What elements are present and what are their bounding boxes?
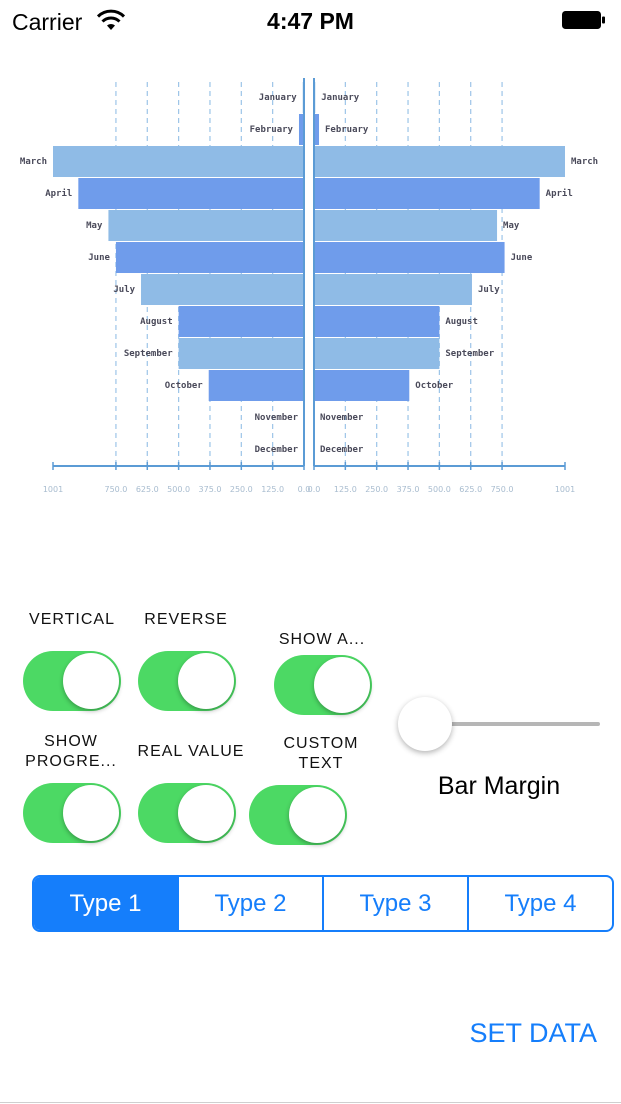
bar-left-july [141,274,304,305]
type-segmented-control: Type 1 Type 2 Type 3 Type 4 [32,875,614,932]
switch-knob [63,785,119,841]
bar-left-march [53,146,304,177]
segment-type-1[interactable]: Type 1 [34,877,177,930]
bar-label-left: August [140,317,173,327]
bar-label-right: November [320,413,364,423]
x-tick-label-right: 500.0 [428,485,451,494]
segment-type-2[interactable]: Type 2 [177,877,322,930]
bar-label-left: March [20,157,47,167]
bar-margin-label: Bar Margin [437,772,561,800]
carrier-label: Carrier [12,9,83,35]
show-progress-label-line1: SHOW [44,733,98,750]
bar-label-right: October [415,381,454,391]
show-progress-label: SHOW PROGRE... [20,732,122,772]
show-progress-switch[interactable] [23,783,121,843]
bar-label-right: March [571,157,598,167]
bar-label-right: April [546,188,573,199]
bar-label-right: July [478,285,500,295]
bar-margin-slider-thumb[interactable] [398,697,452,751]
x-tick-label-left: 375.0 [199,485,222,494]
bar-label-right: June [511,253,533,263]
x-tick-label-right: 1001 [555,485,575,494]
show-a-label: SHOW A... [278,631,366,648]
x-tick-label-right: 625.0 [459,485,482,494]
switch-knob [178,653,234,709]
x-tick-label-right: 375.0 [397,485,420,494]
segment-type-4[interactable]: Type 4 [467,877,612,930]
bar-label-right: May [503,221,520,231]
bar-label-left: September [124,349,173,359]
vertical-label: VERTICAL [29,611,115,628]
bottom-divider [0,1102,621,1103]
show-progress-label-line2: PROGRE... [25,753,117,770]
switch-knob [314,657,370,713]
bar-label-left: November [255,413,299,423]
battery-icon [562,11,605,29]
x-tick-label-left: 0.0 [298,485,311,494]
bar-right-august [314,306,440,337]
bar-margin-track[interactable] [424,722,600,726]
bar-label-left: January [259,93,298,103]
set-data-button[interactable]: SET DATA [469,1018,597,1048]
bar-label-left: February [250,125,294,135]
reverse-label: REVERSE [144,611,228,628]
x-tick-label-left: 250.0 [230,485,253,494]
x-tick-label-right: 0.0 [308,485,321,494]
bar-left-october [208,370,304,401]
x-tick-label-left: 125.0 [261,485,284,494]
bar-label-right: January [321,93,360,103]
real-value-label: REAL VALUE [137,743,245,760]
custom-text-label-line1: CUSTOM [283,735,359,752]
custom-text-switch[interactable] [249,785,347,845]
switch-knob [178,785,234,841]
status-time: 4:47 PM [267,8,354,34]
segment-type-3[interactable]: Type 3 [322,877,467,930]
bar-right-october [314,370,410,401]
x-tick-label-right: 750.0 [491,485,514,494]
x-tick-label-right: 250.0 [365,485,388,494]
bar-label-right: December [320,445,364,455]
custom-text-label-line2: TEXT [298,755,344,772]
bar-right-february [314,114,320,145]
x-tick-label-left: 1001 [43,485,63,494]
bar-right-june [314,242,505,273]
x-tick-label-left: 750.0 [104,485,127,494]
bar-label-right: February [325,125,369,135]
bar-right-september [314,338,440,369]
bar-left-august [178,306,304,337]
vertical-switch[interactable] [23,651,121,711]
bar-label-right: August [445,317,478,327]
bar-left-february [298,114,304,145]
bar-label-right: September [445,349,494,359]
bar-label-left: July [113,285,135,295]
bar-right-may [314,210,498,241]
bar-left-april [78,178,304,209]
show-a-switch[interactable] [274,655,372,715]
bar-right-march [314,146,565,177]
custom-text-label: CUSTOM TEXT [270,734,372,774]
status-bar: Carrier 4:47 PM [0,0,621,40]
bar-label-left: May [86,221,103,231]
reverse-switch[interactable] [138,651,236,711]
x-tick-label-left: 500.0 [167,485,190,494]
x-tick-label-right: 125.0 [334,485,357,494]
bar-left-may [108,210,304,241]
bar-right-april [314,178,540,209]
bar-label-left: June [88,253,110,263]
bar-left-june [115,242,304,273]
bar-label-left: October [165,381,204,391]
real-value-switch[interactable] [138,783,236,843]
switch-knob [63,653,119,709]
bar-label-left: April [45,188,72,199]
x-tick-label-left: 625.0 [136,485,159,494]
wifi-icon [96,9,126,30]
bar-label-left: December [255,445,299,455]
switch-knob [289,787,345,843]
bar-right-july [314,274,472,305]
bar-left-september [178,338,304,369]
